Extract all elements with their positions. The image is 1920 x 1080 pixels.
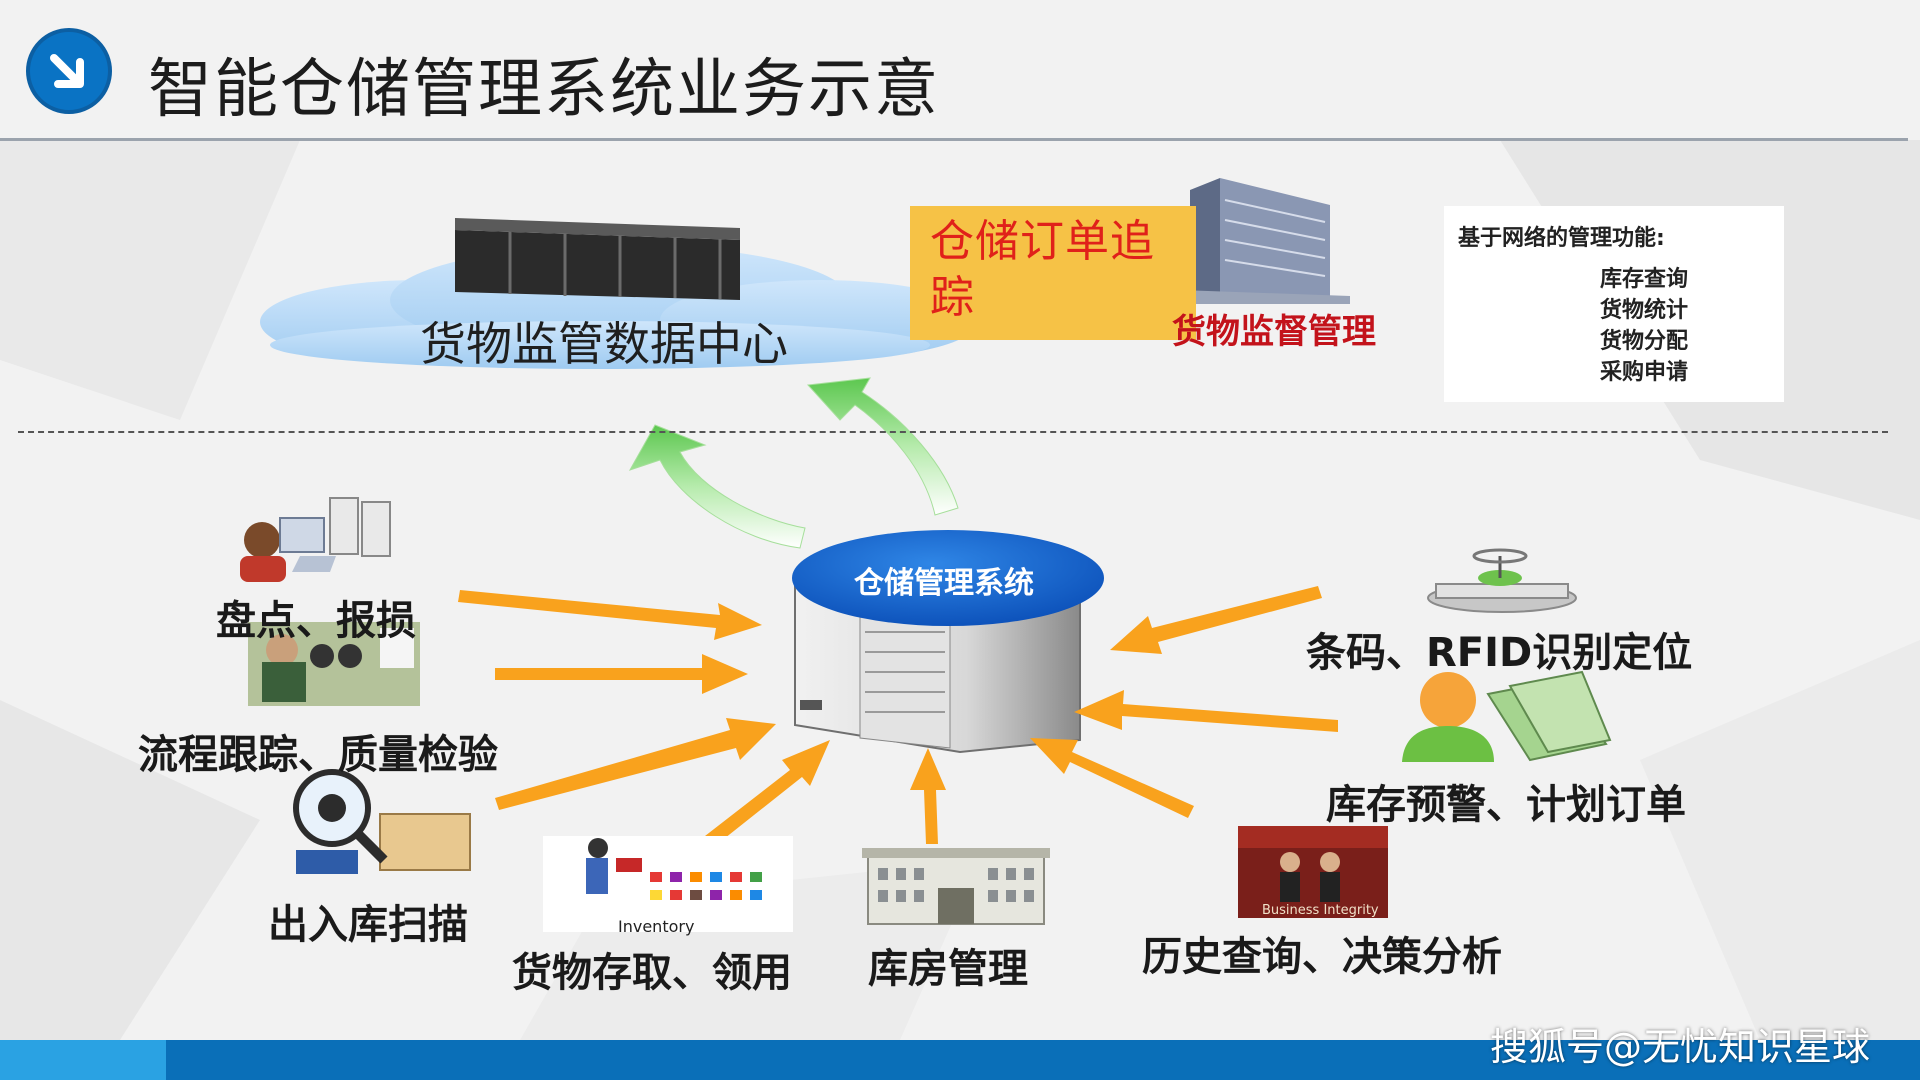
order-tracking-box: 仓储订单追踪: [910, 206, 1196, 340]
label-history-query: 历史查询、决策分析: [1142, 934, 1502, 980]
label-stock-warning: 库存预警、计划订单: [1326, 782, 1686, 828]
eye-exam-picture: [248, 622, 420, 706]
label-inventory-loss: 盘点、报损: [216, 598, 416, 644]
business-integrity-picture: Business Integrity: [1238, 826, 1388, 918]
function-list: 库存查询 货物统计 货物分配 采购申请: [1600, 264, 1688, 388]
orange-arrow-inventory-loss: [458, 590, 762, 640]
function-item: 采购申请: [1600, 360, 1689, 385]
orange-arrow-access: [705, 740, 830, 846]
function-panel: 基于网络的管理功能: 库存查询 货物统计 货物分配 采购申请: [1444, 206, 1784, 402]
label-goods-access: 货物存取、领用: [512, 950, 792, 996]
orange-arrow-process: [495, 654, 748, 694]
arrow-down-right-icon: [26, 28, 112, 114]
warehouse-building-icon: [862, 848, 1050, 925]
inventory-picture: Inventory: [543, 836, 793, 936]
core-ellipse: [792, 530, 1104, 626]
green-arrow-right: [806, 377, 959, 516]
section-divider: [18, 431, 1888, 433]
orange-arrow-stock: [1074, 690, 1338, 732]
footer-bar: [0, 1040, 1920, 1080]
function-item: 库存查询: [1600, 267, 1689, 292]
label-warehouse-mgmt: 库房管理: [868, 946, 1028, 992]
magnifier-icon: [293, 769, 471, 874]
rfid-reader-icon: [1427, 548, 1577, 613]
function-item: 货物统计: [1600, 298, 1689, 323]
server-rack-icon: [455, 218, 740, 300]
orange-arrows: [458, 586, 1338, 846]
orange-arrow-warehouse: [910, 748, 946, 844]
page-title: 智能仓储管理系统业务示意: [148, 53, 940, 127]
inventory-caption: Inventory: [618, 917, 694, 936]
user-documents-icon: [1402, 670, 1612, 762]
label-inout-scan: 出入库扫描: [268, 902, 468, 948]
watermark: 搜狐号@无忧知识星球: [1490, 1025, 1871, 1069]
business-caption: Business Integrity: [1262, 903, 1379, 918]
orange-arrow-scan: [495, 718, 776, 810]
core-system-label: 仓储管理系统: [854, 566, 1034, 601]
cloud-label: 货物监管数据中心: [420, 317, 788, 371]
people-computer-icon: [240, 497, 391, 582]
function-panel-title: 基于网络的管理功能:: [1458, 226, 1665, 251]
label-process-tracking: 流程跟踪、质量检验: [138, 732, 498, 778]
footer-accent: [0, 1040, 166, 1080]
title-divider: [0, 138, 1908, 141]
green-arrow-left: [628, 424, 806, 549]
supervision-label: 货物监督管理: [1172, 312, 1376, 352]
central-server-icon: [794, 584, 1081, 754]
function-item: 货物分配: [1600, 329, 1689, 354]
orange-arrow-history: [1030, 738, 1194, 818]
building-icon: [1180, 178, 1350, 304]
label-barcode-rfid: 条码、RFID识别定位: [1306, 630, 1693, 676]
orange-arrow-rfid: [1110, 586, 1322, 654]
